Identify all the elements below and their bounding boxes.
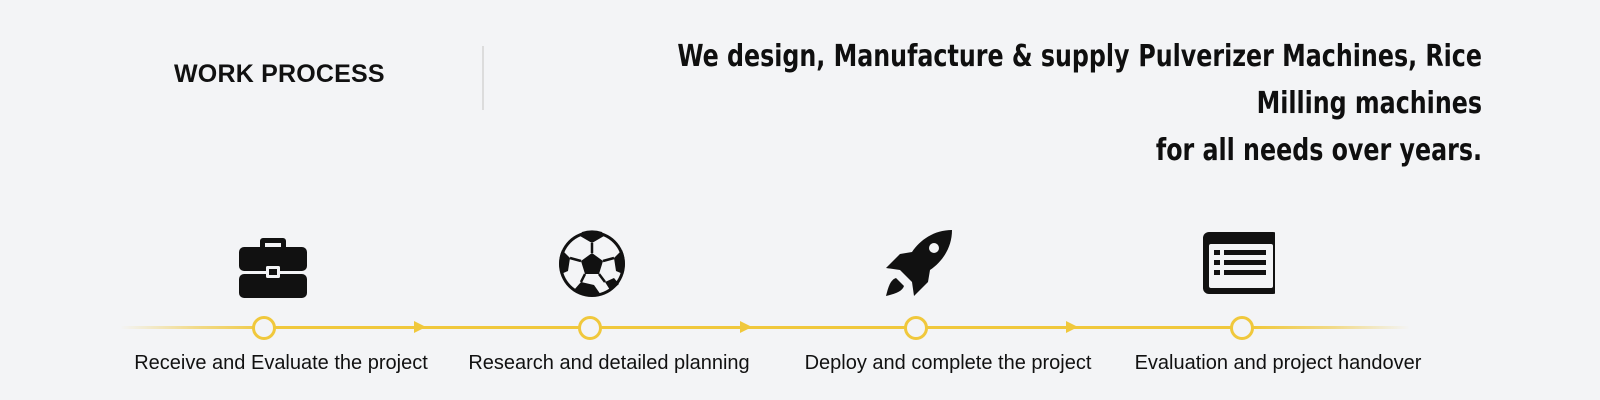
tagline-line2: for all needs over years. xyxy=(1155,133,1482,168)
timeline-arrow xyxy=(740,321,752,333)
step-label: Deploy and complete the project xyxy=(804,352,1092,374)
timeline-dot xyxy=(252,316,276,340)
step-label: Receive and Evaluate the project xyxy=(134,352,428,374)
timeline-track xyxy=(120,326,1410,329)
timeline-arrow xyxy=(414,321,426,333)
timeline-arrow xyxy=(1066,321,1078,333)
tagline-line1-part2: Pulverizer Machines, Rice Milling machin… xyxy=(1138,39,1482,121)
header-divider xyxy=(482,46,484,110)
list-window-icon xyxy=(1203,228,1279,300)
step-label: Research and detailed planning xyxy=(468,352,750,374)
rocket-icon xyxy=(882,228,954,300)
step-label: Evaluation and project handover xyxy=(1134,352,1422,374)
soccer-ball-icon xyxy=(556,228,628,300)
tagline-line1-part1: We design, Manufacture & supply xyxy=(677,39,1130,74)
briefcase-icon xyxy=(237,228,309,300)
timeline-dot xyxy=(904,316,928,340)
section-title: WORK PROCESS xyxy=(174,60,385,88)
timeline-dot xyxy=(578,316,602,340)
timeline-dot xyxy=(1230,316,1254,340)
